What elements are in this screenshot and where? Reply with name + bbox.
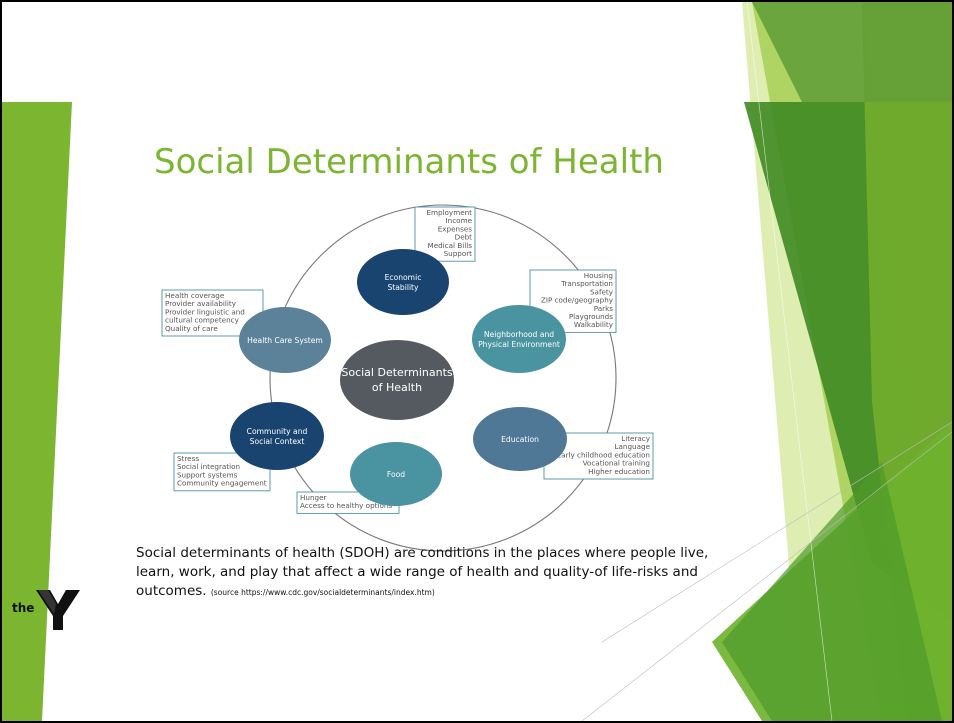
community-node [230, 402, 324, 470]
neighborhood-item: Playgrounds [569, 312, 613, 321]
healthcare-node [239, 307, 331, 373]
healthcare-item: Quality of care [165, 324, 218, 333]
community-item: Support systems [177, 470, 238, 479]
economic-item: Medical Bills [428, 241, 473, 250]
neighborhood-item: Safety [590, 287, 614, 296]
ymca-logo: the [12, 590, 80, 630]
healthcare-label: Health Care System [247, 336, 323, 345]
center-label-line1: Social Determinants [341, 366, 453, 379]
economic-items-box [414, 206, 476, 262]
definition-text: Social determinants of health (SDOH) are… [136, 545, 709, 599]
education-label: Education [501, 435, 539, 444]
neighborhood-label: Neighborhood and [484, 330, 554, 339]
economic-label: Economic [385, 273, 422, 282]
neighborhood-item: Walkability [574, 320, 614, 329]
education-item: Language [615, 442, 651, 451]
healthcare-item: Provider availability [165, 299, 237, 308]
community-item: Social integration [177, 462, 240, 471]
education-item: Literacy [621, 434, 651, 443]
healthcare-item: Provider linguistic and [165, 307, 245, 316]
right-bottom-dark [722, 462, 942, 721]
source-citation: (source https://www.cdc.gov/socialdeterm… [210, 588, 435, 597]
food-item: Access to healthy options [300, 501, 392, 510]
economic-item: Debt [455, 233, 473, 242]
economic-node [357, 249, 449, 315]
education-item: Early childhood education [557, 450, 650, 459]
definition-caption: Social determinants of health (SDOH) are… [136, 544, 716, 602]
community-item: Stress [177, 454, 199, 463]
food-label: Food [387, 470, 405, 479]
neighborhood-item: Parks [594, 304, 614, 313]
connector-ring [269, 204, 617, 552]
neighborhood-node [472, 305, 566, 373]
food-item: Hunger [300, 493, 326, 502]
neighborhood-item: ZIP code/geography [541, 296, 614, 305]
economic-item: Support [444, 249, 473, 258]
center-label-line2: of Health [372, 381, 422, 394]
left-green-wedge [2, 102, 72, 721]
top-right-wedge [752, 2, 952, 102]
economic-item: Expenses [438, 224, 473, 233]
healthcare-item: Health coverage [165, 291, 225, 300]
slide-title: Social Determinants of Health [154, 142, 664, 182]
economic-item: Employment [426, 208, 472, 217]
education-node [473, 407, 567, 471]
community-label: Community and [247, 427, 308, 436]
center-node: Social Determinants of Health [340, 340, 454, 420]
economic-item: Income [446, 216, 473, 225]
community-item: Community engagement [177, 479, 267, 488]
svg-text:the: the [12, 601, 34, 615]
education-item: Vocational training [583, 459, 650, 468]
neighborhood-label: Physical Environment [478, 340, 560, 349]
community-label: Social Context [250, 437, 305, 446]
economic-label: Stability [387, 283, 419, 292]
neighborhood-item: Housing [584, 271, 613, 280]
neighborhood-item: Transportation [560, 279, 613, 288]
education-item: Higher education [588, 467, 650, 476]
healthcare-item: cultural competency [165, 316, 240, 325]
food-node [350, 442, 442, 506]
